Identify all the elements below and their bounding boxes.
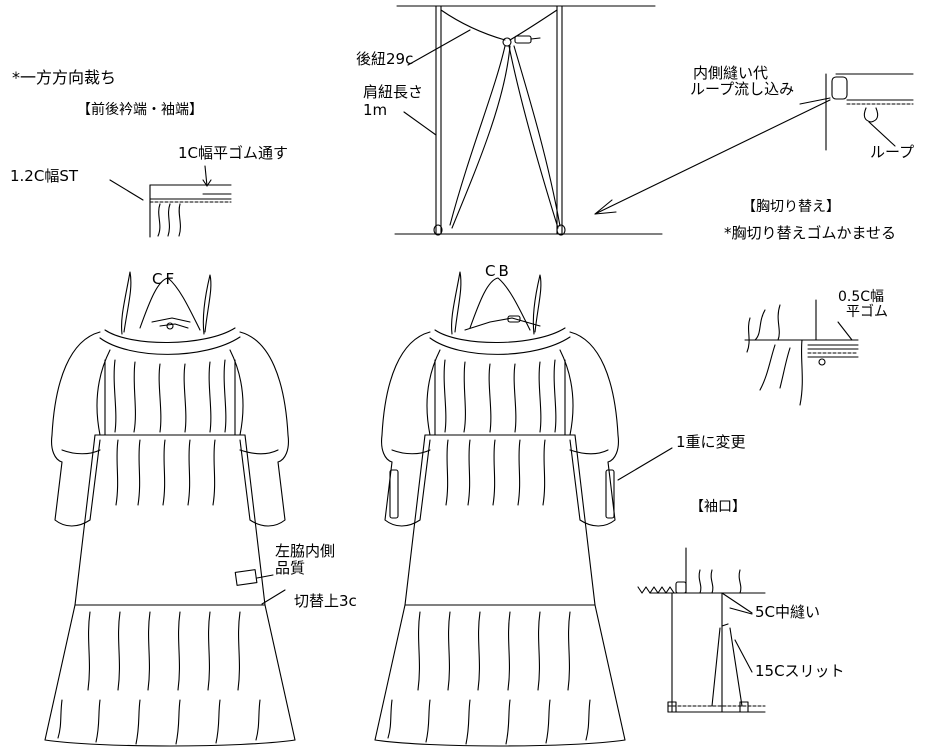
cf-label: CF [152, 270, 178, 288]
arrow-loop-pointer [594, 99, 831, 215]
cb-label: CB [485, 262, 512, 280]
slit-15c-label: 15Cスリット [755, 662, 845, 680]
strap-length-label: 肩紐長さ [363, 83, 424, 101]
cuff-heading: 【袖口】 [690, 499, 746, 515]
flat-elastic-0-5c-label-line1: 0.5C幅 [838, 289, 885, 305]
back-tie-label: 後紐29c [356, 50, 414, 68]
loop-label: ループ [870, 143, 915, 161]
left-side-inner-label: 左脇内側 [275, 542, 336, 560]
flat-elastic-1c-label: 1C幅平ゴム通す [178, 144, 289, 162]
back-dress-sketch [374, 271, 673, 747]
center-seam-5c-label: 5C中縫い [755, 603, 821, 621]
edge-inset [109, 165, 232, 238]
chest-switch-heading: 【胸切り替え】 [742, 199, 840, 215]
cuff-inset [637, 547, 766, 713]
inner-seam-allowance-label: 内側縫い代 [693, 64, 769, 82]
strap-detail [394, 5, 663, 236]
chest-elastic-inset [744, 299, 859, 406]
flat-elastic-0-5c-label-line2: 平ゴム [846, 304, 888, 320]
one-direction-cut-note: *一方方向裁ち [12, 68, 117, 87]
chest-elastic-gather-note: *胸切り替えゴムかませる [724, 224, 897, 242]
switch-up-3c-label: 切替上3c [294, 592, 357, 610]
loop-inset [799, 73, 914, 151]
front-dress-sketch [44, 271, 296, 747]
single-layer-note: 1重に変更 [676, 433, 746, 451]
neck-sleeve-edge-heading: 【前後衿端・袖端】 [77, 102, 203, 118]
loop-insert-label: ループ流し込み [690, 80, 795, 98]
st-1-2c-label: 1.2C幅ST [10, 167, 79, 185]
strap-length-value: 1m [363, 101, 388, 119]
quality-label-text: 品質 [275, 559, 306, 577]
